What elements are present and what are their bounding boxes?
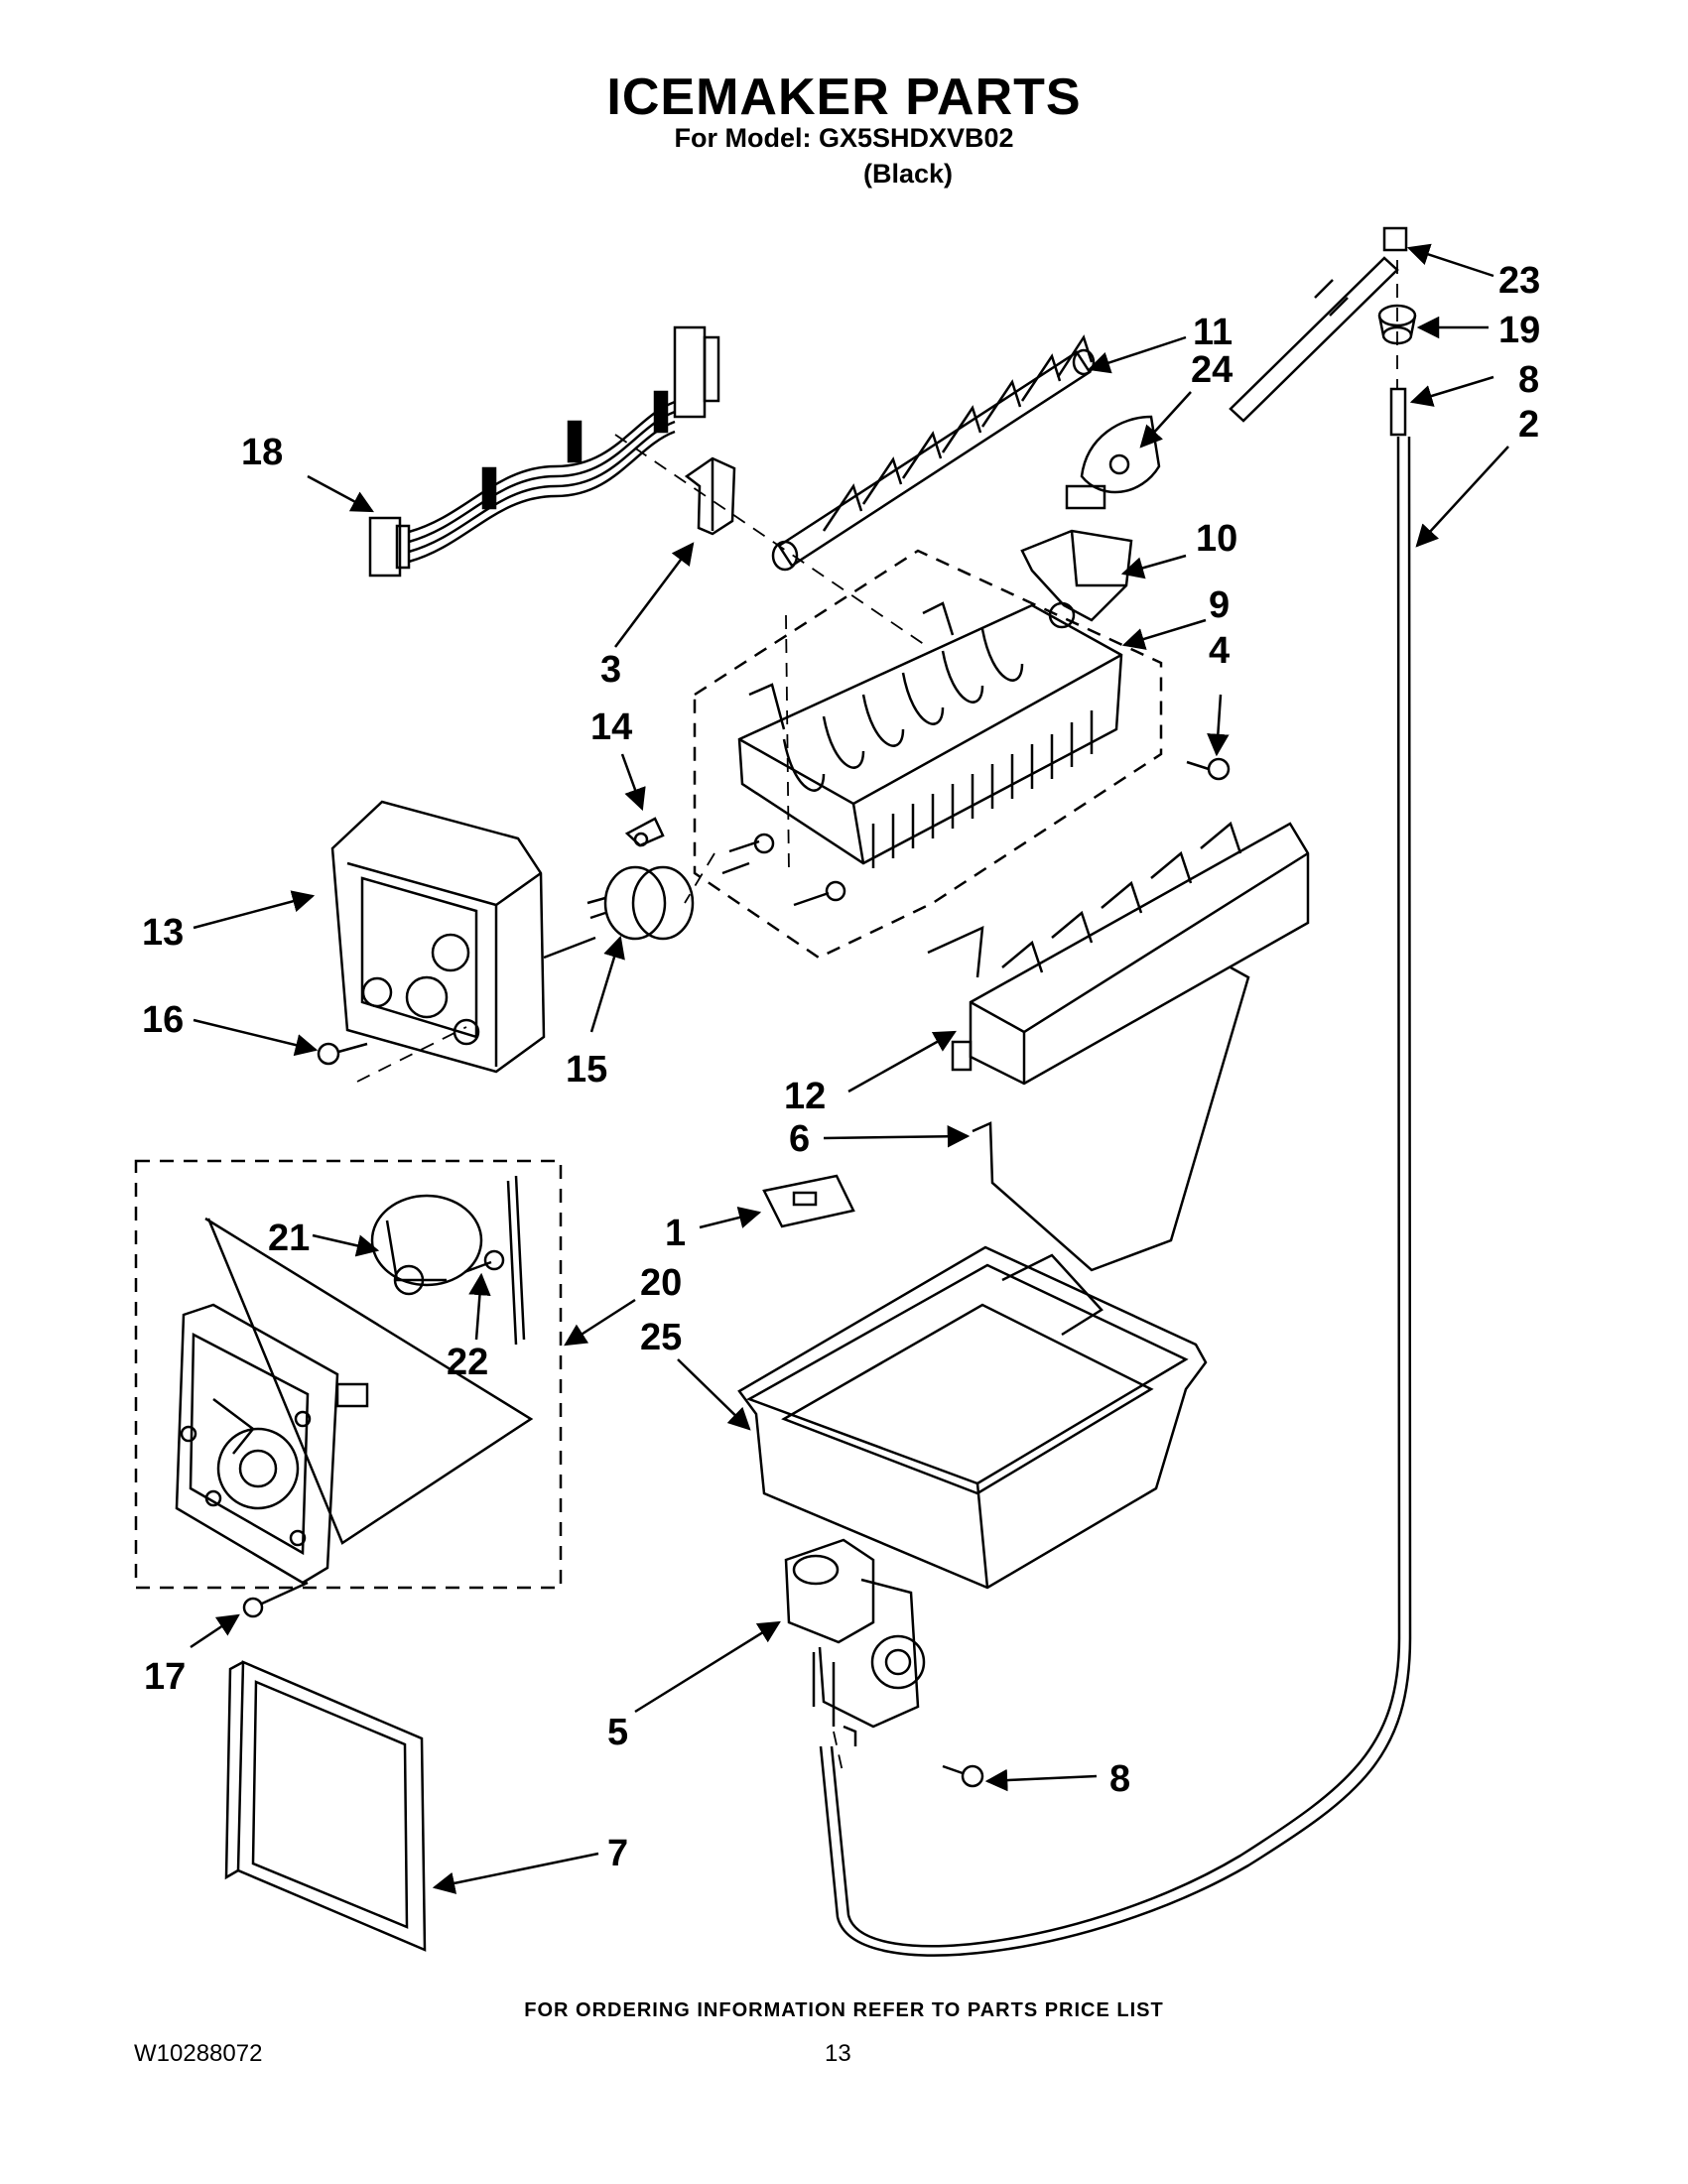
callout-11: 11 bbox=[1193, 312, 1233, 353]
fill-tube-part bbox=[1229, 226, 1408, 423]
motor-part bbox=[370, 1194, 483, 1296]
callout-6: 6 bbox=[789, 1118, 810, 1160]
ice-mold-part bbox=[721, 601, 1123, 907]
shield-part bbox=[762, 1174, 855, 1228]
callout-9: 9 bbox=[1209, 584, 1230, 626]
page-title: ICEMAKER PARTS bbox=[606, 68, 1082, 126]
cam-part bbox=[1065, 415, 1161, 510]
callout-17: 17 bbox=[144, 1656, 186, 1698]
thermostat-part bbox=[586, 865, 695, 941]
callout-22: 22 bbox=[447, 1342, 488, 1383]
callout-15: 15 bbox=[566, 1049, 607, 1091]
callout-3: 3 bbox=[600, 649, 621, 691]
callout-1: 1 bbox=[665, 1213, 686, 1254]
callout-4: 4 bbox=[1209, 630, 1230, 672]
ice-bin-cover-part bbox=[224, 1660, 427, 1952]
model-line: For Model: GX5SHDXVB02 bbox=[674, 123, 1014, 153]
callout-10: 10 bbox=[1196, 518, 1237, 560]
module-screw-part bbox=[242, 1581, 309, 1618]
callout-20: 20 bbox=[640, 1262, 682, 1304]
callout-8-upper: 8 bbox=[1518, 359, 1539, 401]
callout-24: 24 bbox=[1191, 349, 1233, 391]
callout-13: 13 bbox=[142, 912, 184, 954]
document-number: W10288072 bbox=[134, 2040, 263, 2067]
control-module-part bbox=[175, 1303, 369, 1585]
thermostat-clip-part bbox=[624, 817, 665, 847]
callout-7: 7 bbox=[607, 1833, 628, 1874]
callout-25: 25 bbox=[640, 1317, 682, 1358]
ejector-part bbox=[771, 334, 1096, 572]
callout-18: 18 bbox=[241, 432, 283, 473]
housing-screw-part bbox=[317, 1042, 368, 1066]
grommet-part bbox=[1377, 304, 1417, 345]
callout-21: 21 bbox=[268, 1218, 310, 1259]
shutoff-arm-part bbox=[972, 965, 1250, 1272]
tube-fitting-part bbox=[1389, 387, 1407, 437]
ice-bin-part bbox=[737, 1245, 1208, 1590]
callout-23: 23 bbox=[1498, 260, 1540, 302]
motor-mount-plate bbox=[204, 1217, 534, 1545]
callout-8-lower: 8 bbox=[1109, 1758, 1130, 1800]
callout-labels: 18 3 14 11 24 10 9 4 13 15 16 12 6 1 21 … bbox=[142, 260, 1540, 1874]
motor-screw-part bbox=[463, 1175, 526, 1346]
water-tube-part bbox=[819, 436, 1412, 1957]
valve-screw-part bbox=[942, 1764, 984, 1788]
callout-5: 5 bbox=[607, 1712, 628, 1753]
leader-lines bbox=[190, 243, 1509, 1894]
housing-part bbox=[330, 800, 596, 1074]
alignment-lines bbox=[356, 260, 1398, 1777]
callout-2: 2 bbox=[1518, 404, 1539, 446]
color-line: (Black) bbox=[863, 159, 954, 189]
screw-part bbox=[1186, 757, 1231, 781]
mold-assembly-outline bbox=[693, 549, 1163, 960]
callout-16: 16 bbox=[142, 999, 184, 1041]
callout-12: 12 bbox=[784, 1076, 826, 1117]
callout-19: 19 bbox=[1498, 310, 1540, 351]
page-number: 13 bbox=[825, 2040, 851, 2067]
fill-cup-bracket-part bbox=[1020, 529, 1133, 629]
ordering-note: FOR ORDERING INFORMATION REFER TO PARTS … bbox=[524, 1999, 1164, 2021]
callout-14: 14 bbox=[590, 707, 632, 748]
wire-harness-part bbox=[368, 325, 720, 578]
stripper-part bbox=[927, 821, 1310, 1086]
motor-assembly-outline bbox=[134, 1159, 563, 1590]
clip-part bbox=[684, 456, 736, 536]
water-valve-part bbox=[784, 1538, 926, 1746]
